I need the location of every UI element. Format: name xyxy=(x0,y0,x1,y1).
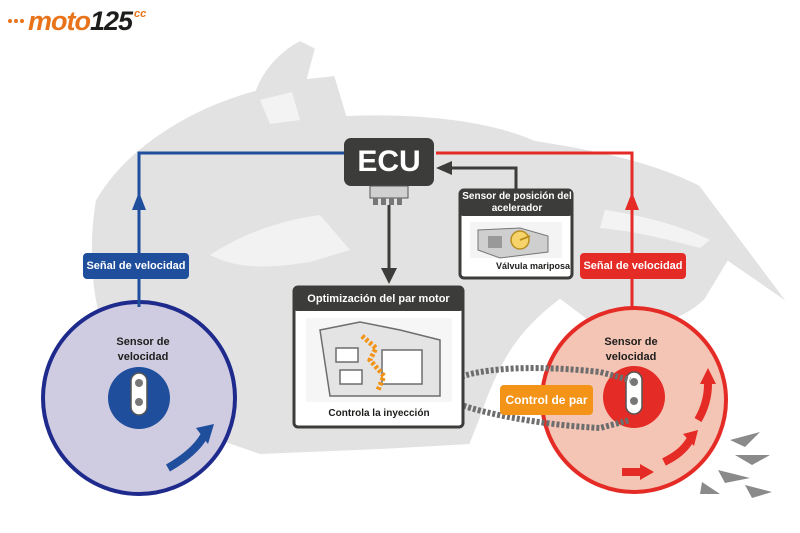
throttle-signal-arrow xyxy=(436,161,518,190)
ecu-output-arrow xyxy=(381,205,397,284)
torque-control-tag: Control de par xyxy=(500,385,593,415)
logo-number: 125 xyxy=(89,6,133,36)
injection-caption: Controla la inyección xyxy=(328,408,430,419)
front-speed-signal-tag: Señal de velocidad xyxy=(83,253,189,279)
logo-word: moto xyxy=(28,6,91,36)
ecu-unit xyxy=(344,138,434,205)
throttle-sensor-panel xyxy=(458,188,574,280)
ecu-label: ECU xyxy=(357,145,421,178)
rear-speed-sensor-label: Sensor de velocidad xyxy=(604,336,658,363)
rear-wheel xyxy=(540,306,728,494)
logo-suffix: cc xyxy=(134,8,147,20)
torque-optimization-panel xyxy=(292,285,465,429)
front-wheel xyxy=(41,300,237,496)
rear-speed-signal-tag: Señal de velocidad xyxy=(580,253,686,279)
throttle-sensor-title: Sensor de posición del acelerador xyxy=(462,191,572,214)
throttle-valve-caption: Válvula mariposa xyxy=(495,261,571,271)
wheelspin-marks xyxy=(700,432,772,498)
motorcycle-silhouette xyxy=(89,38,791,457)
front-speed-sensor-label: Sensor de velocidad xyxy=(116,336,170,363)
torque-optimization-title: Optimización del par motor xyxy=(307,293,450,305)
logo-dots-icon xyxy=(8,19,24,23)
brand-logo: moto 125 cc xyxy=(8,6,146,40)
